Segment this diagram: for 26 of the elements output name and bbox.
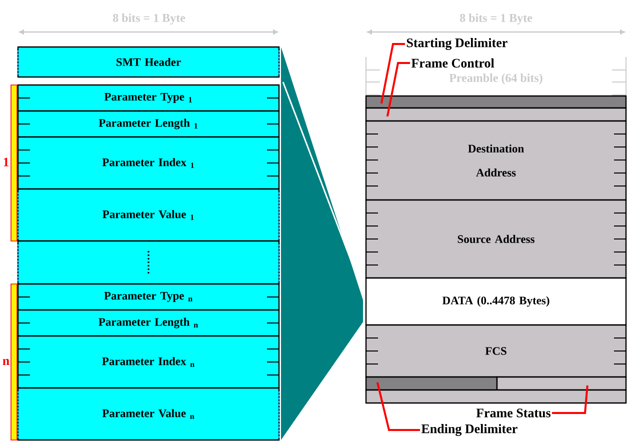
callout-label: Starting Delimiter bbox=[406, 38, 508, 50]
leader-line bbox=[380, 43, 405, 104]
status-band bbox=[496, 376, 627, 391]
callout-label: Frame Control bbox=[411, 58, 494, 68]
group-label: n bbox=[2, 358, 10, 366]
control-band bbox=[365, 107, 627, 122]
parameter-field: Parameter Index $_{n}$ bbox=[17, 335, 280, 389]
parameter-field: Parameter Length $_{n}$ bbox=[17, 309, 280, 337]
leader-line bbox=[552, 385, 588, 414]
address-field: Source Address bbox=[365, 199, 627, 279]
parameter-field: Parameter Index $_{1}$ bbox=[17, 136, 280, 190]
delimiter-band bbox=[365, 95, 627, 109]
parameter-field: Parameter Type $_{1}$ bbox=[17, 84, 280, 112]
leader-line bbox=[376, 382, 420, 431]
parameter-field: Parameter Value $_{1}$ bbox=[17, 188, 280, 242]
callout-label: Ending Delimiter bbox=[421, 424, 518, 436]
callout-label: Frame Status bbox=[476, 408, 550, 418]
data-field: DATA (0..4478 Bytes) bbox=[365, 277, 627, 326]
group-label: 1 bbox=[4, 158, 9, 166]
parameter-field: Parameter Length $_{1}$ bbox=[17, 110, 280, 138]
leader-line bbox=[386, 62, 410, 117]
parameter-field: Parameter Type $_{n}$ bbox=[17, 283, 280, 311]
delimiter-band bbox=[365, 376, 498, 391]
ellipsis-band bbox=[17, 240, 280, 285]
header-field: SMT Header bbox=[17, 46, 280, 78]
parameter-field: Parameter Value $_{n}$ bbox=[17, 387, 280, 441]
